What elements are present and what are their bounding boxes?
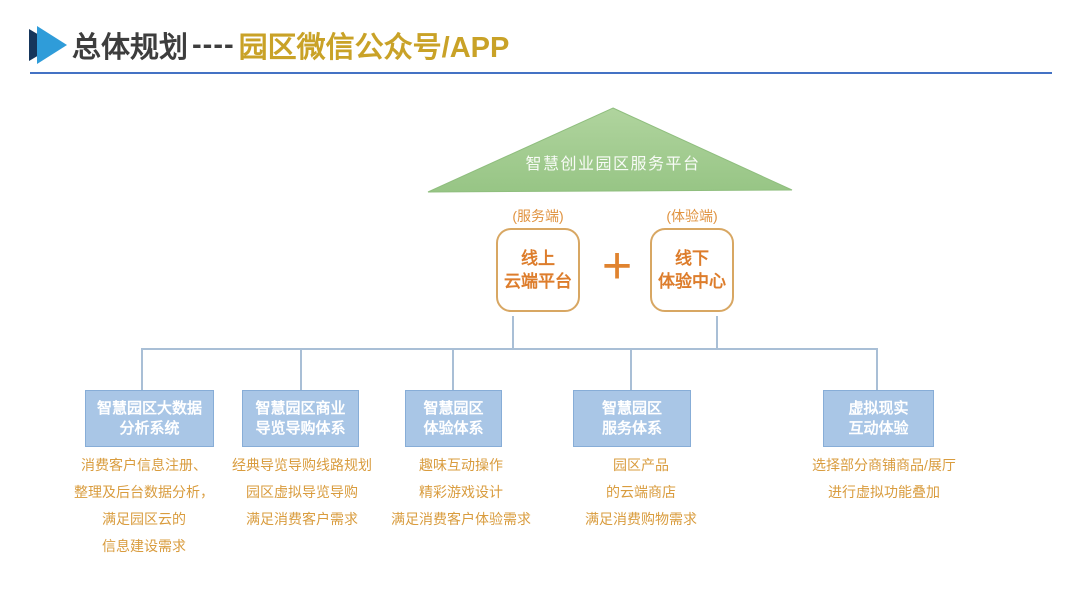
connector-drop-2 bbox=[300, 349, 302, 390]
online-cloud-platform-box: 线上 云端平台 bbox=[496, 228, 580, 312]
desc-line: 精彩游戏设计 bbox=[419, 484, 503, 500]
play-arrow-icon bbox=[29, 26, 67, 64]
system-box-line: 智慧园区 bbox=[423, 399, 484, 417]
desc-line: 进行虚拟功能叠加 bbox=[828, 484, 940, 500]
tag-service-side: (服务端) bbox=[512, 208, 564, 224]
system-box-service: 智慧园区 服务体系 bbox=[573, 390, 691, 447]
system-box-big-data: 智慧园区大数据 分析系统 bbox=[85, 390, 214, 447]
desc-line: 满足消费购物需求 bbox=[585, 511, 697, 527]
system-desc-guide-shopping: 经典导览导购线路规划 园区虚拟导览导购 满足消费客户需求 bbox=[182, 452, 422, 533]
system-box-line: 体验体系 bbox=[423, 419, 484, 437]
system-box-line: 分析系统 bbox=[119, 419, 180, 437]
header: 总体规划 ---- 园区微信公众号/APP bbox=[28, 24, 509, 66]
page-title-dashes: ---- bbox=[192, 28, 235, 61]
desc-line: 的云端商店 bbox=[606, 484, 676, 500]
system-box-virtual-reality: 虚拟现实 互动体验 bbox=[823, 390, 934, 447]
connector-drop-3 bbox=[452, 349, 454, 390]
connector-drop-5 bbox=[876, 349, 878, 390]
online-cloud-platform-line2: 云端平台 bbox=[504, 272, 572, 291]
connector-stub-right bbox=[716, 316, 718, 349]
desc-line: 消费客户信息注册、 bbox=[81, 457, 207, 473]
desc-line: 选择部分商铺商品/展厅 bbox=[812, 457, 956, 473]
system-box-guide-shopping: 智慧园区商业 导览导购体系 bbox=[242, 390, 359, 447]
page-title-main: 总体规划 bbox=[72, 32, 189, 64]
system-box-line: 导览导购体系 bbox=[255, 419, 346, 437]
desc-line: 整理及后台数据分析， bbox=[74, 484, 214, 500]
plus-sign: + bbox=[601, 237, 633, 295]
desc-line: 满足消费客户需求 bbox=[246, 511, 358, 527]
connector-horizontal-line bbox=[141, 348, 878, 350]
desc-line: 园区虚拟导览导购 bbox=[246, 484, 358, 500]
desc-line: 满足园区云的 bbox=[102, 511, 186, 527]
system-box-line: 互动体验 bbox=[848, 419, 909, 437]
system-box-line: 虚拟现实 bbox=[848, 399, 909, 417]
desc-line: 信息建设需求 bbox=[102, 538, 186, 554]
system-desc-virtual-reality: 选择部分商铺商品/展厅 进行虚拟功能叠加 bbox=[764, 452, 1004, 506]
title-underline bbox=[30, 72, 1052, 74]
desc-line: 趣味互动操作 bbox=[419, 457, 503, 473]
desc-line: 经典导览导购线路规划 bbox=[232, 457, 372, 473]
desc-line: 满足消费客户体验需求 bbox=[391, 511, 531, 527]
system-box-line: 智慧园区 bbox=[601, 399, 662, 417]
connector-stub-left bbox=[512, 316, 514, 349]
system-box-line: 智慧园区大数据 bbox=[96, 399, 202, 417]
offline-experience-center-line2: 体验中心 bbox=[658, 272, 726, 291]
connector-drop-1 bbox=[141, 349, 143, 390]
system-desc-service: 园区产品 的云端商店 满足消费购物需求 bbox=[521, 452, 761, 533]
platform-triangle bbox=[427, 107, 793, 193]
offline-experience-center-line1: 线下 bbox=[675, 249, 709, 268]
page-title-accent: 园区微信公众号/APP bbox=[238, 32, 510, 64]
connector-drop-4 bbox=[630, 349, 632, 390]
system-box-line: 智慧园区商业 bbox=[255, 399, 346, 417]
tag-experience-side: (体验端) bbox=[666, 208, 718, 224]
desc-line: 园区产品 bbox=[613, 457, 669, 473]
platform-triangle-label: 智慧创业园区服务平台 bbox=[525, 156, 701, 173]
system-desc-big-data: 消费客户信息注册、 整理及后台数据分析， 满足园区云的 信息建设需求 bbox=[24, 452, 264, 560]
system-box-experience: 智慧园区 体验体系 bbox=[405, 390, 502, 447]
system-desc-experience: 趣味互动操作 精彩游戏设计 满足消费客户体验需求 bbox=[341, 452, 581, 533]
offline-experience-center-box: 线下 体验中心 bbox=[650, 228, 734, 312]
online-cloud-platform-line1: 线上 bbox=[521, 249, 555, 268]
system-box-line: 服务体系 bbox=[601, 419, 662, 437]
